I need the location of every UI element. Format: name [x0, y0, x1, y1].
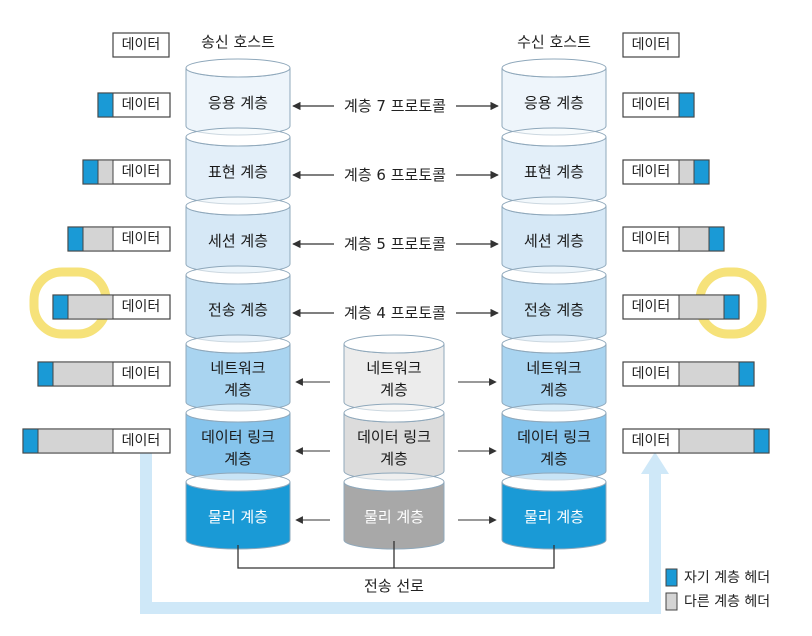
receiver-packet-6-label: 데이터: [632, 433, 671, 449]
sender-packet-1-own-header: [97, 92, 114, 118]
sender-layer-4-label: 전송 계층: [208, 301, 268, 319]
sender-packet-4-label: 데이터: [122, 299, 161, 315]
receiver-packet-3-own-header: [708, 226, 725, 252]
sender-title: 송신 호스트: [201, 33, 275, 51]
protocol-label-7: 계층 7 프로토콜: [344, 97, 446, 115]
sender-packet-3-own-header: [67, 226, 84, 252]
legend-swatch-1: [665, 568, 678, 587]
receiver-packet-5-other-header: [679, 363, 739, 385]
sender-packet-4-other-header: [68, 296, 113, 318]
receiver-packet-6-own-header: [753, 428, 770, 454]
sender-packet-1-label: 데이터: [122, 97, 161, 113]
protocol-label-6: 계층 6 프로토콜: [344, 166, 446, 184]
receiver-packet-1-own-header: [678, 92, 695, 118]
sender-layer-3: 세션 계층: [185, 196, 291, 274]
sender-layer-1-label: 응용 계층: [208, 94, 268, 112]
sender-packet-3-label: 데이터: [122, 231, 161, 247]
sender-packet-2-own-header: [82, 159, 99, 185]
transmission-line-label: 전송 선로: [364, 577, 424, 595]
sender-layer-3-label: 세션 계층: [208, 232, 268, 250]
receiver-packet-2-label: 데이터: [632, 164, 671, 180]
receiver-layer-3-label: 세션 계층: [524, 232, 584, 250]
sender-packet-3-other-header: [83, 228, 113, 250]
receiver-packet-3-label: 데이터: [632, 231, 671, 247]
sender-top-data: [112, 32, 170, 58]
flow-arrowhead: [641, 452, 669, 474]
receiver-packet-2-own-header: [693, 159, 710, 185]
receiver-packet-1-label: 데이터: [632, 97, 671, 113]
receiver-layer-7-label: 물리 계층: [524, 508, 584, 526]
receiver-packet-2-other-header: [679, 161, 694, 183]
receiver-title: 수신 호스트: [517, 33, 591, 51]
sender-top-data-label: 데이터: [122, 37, 161, 53]
legend-label-2: 다른 계층 헤더: [684, 594, 770, 610]
receiver-packet-5-own-header: [738, 361, 755, 387]
sender-packet-6-own-header: [22, 428, 39, 454]
receiver-layer-2-label: 표현 계층: [524, 163, 584, 181]
receiver-layer-7: 물리 계층: [501, 472, 607, 550]
receiver-layer-1: 응용 계층: [501, 58, 607, 136]
receiver-packet-4-own-header: [723, 294, 740, 320]
flow-path: [140, 448, 661, 614]
sender-packet-5-other-header: [53, 363, 113, 385]
receiver-top-data-label: 데이터: [632, 37, 671, 53]
sender-packet-5-own-header: [37, 361, 54, 387]
sender-layer-2: 표현 계층: [185, 127, 291, 205]
legend-label-1: 자기 계층 헤더: [684, 570, 770, 586]
receiver-layer-3: 세션 계층: [501, 196, 607, 274]
sender-packet-4-own-header: [52, 294, 69, 320]
protocol-label-5: 계층 5 프로토콜: [344, 235, 446, 253]
transmission-line: [237, 545, 555, 569]
receiver-layer-2: 표현 계층: [501, 127, 607, 205]
receiver-packet-3-other-header: [679, 228, 709, 250]
sender-packet-2-other-header: [98, 161, 113, 183]
sender-layer-2-label: 표현 계층: [208, 163, 268, 181]
sender-layer-1: 응용 계층: [185, 58, 291, 136]
sender-layer-4: 전송 계층: [185, 265, 291, 343]
receiver-packet-5-label: 데이터: [632, 366, 671, 382]
sender-packet-6-label: 데이터: [122, 433, 161, 449]
receiver-layer-4-label: 전송 계층: [524, 301, 584, 319]
receiver-layer-1-label: 응용 계층: [524, 94, 584, 112]
sender-packet-6-other-header: [38, 430, 113, 452]
receiver-top-data: [622, 32, 680, 58]
relay-layer-3-label: 물리 계층: [364, 508, 424, 526]
receiver-layer-4: 전송 계층: [501, 265, 607, 343]
receiver-packet-4-label: 데이터: [632, 299, 671, 315]
legend-swatch-2: [665, 592, 678, 611]
sender-layer-7: 물리 계층: [185, 472, 291, 550]
receiver-packet-6-other-header: [679, 430, 754, 452]
sender-packet-2-label: 데이터: [122, 164, 161, 180]
relay-layer-3: 물리 계층: [343, 472, 445, 550]
sender-layer-7-label: 물리 계층: [208, 508, 268, 526]
receiver-packet-4-other-header: [679, 296, 724, 318]
protocol-label-4: 계층 4 프로토콜: [344, 304, 446, 322]
sender-packet-5-label: 데이터: [122, 366, 161, 382]
